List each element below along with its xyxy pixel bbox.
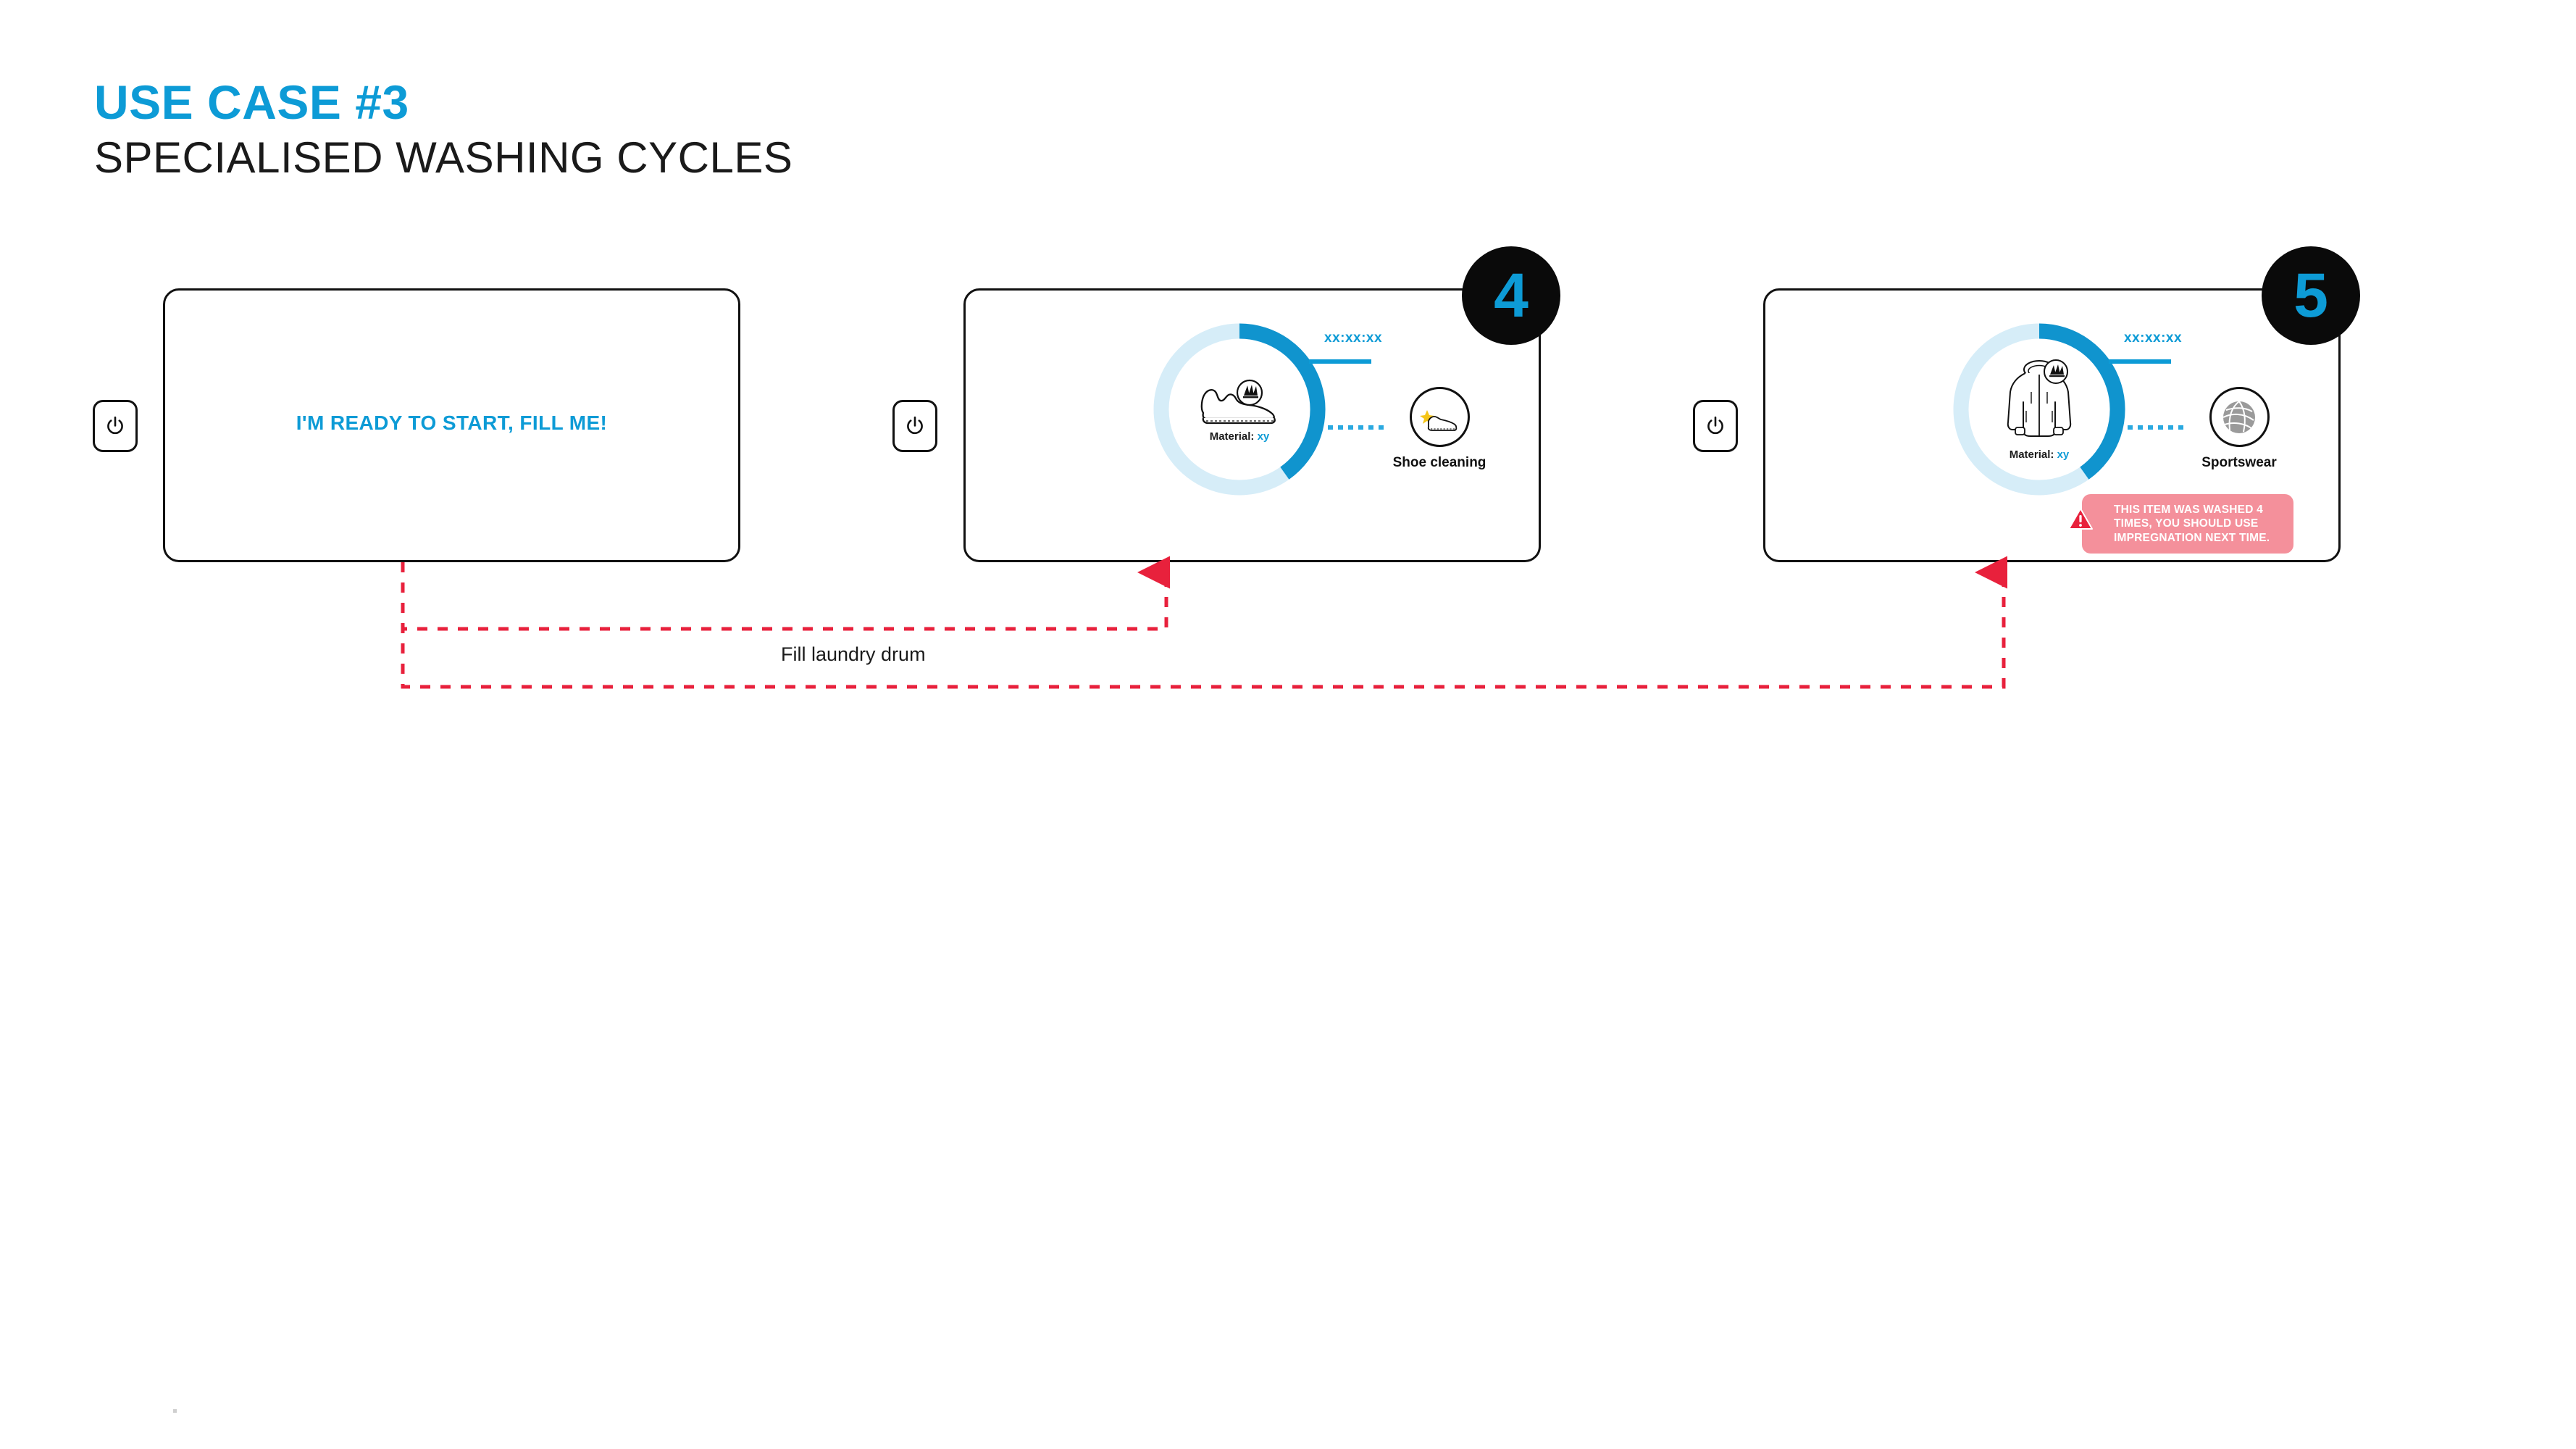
- page-title: SPECIALISED WASHING CYCLES: [94, 133, 793, 182]
- power-icon: [103, 414, 127, 438]
- warning-tooltip: THIS ITEM WAS WASHED 4 TIMES, YOU SHOULD…: [2082, 494, 2293, 554]
- ring-content: Material: xy: [1148, 318, 1331, 501]
- cycle-visual: Material: xy xx:xx:xx Sportswear: [1765, 291, 2338, 560]
- flow-label: Fill laundry drum: [781, 643, 926, 665]
- power-icon: [903, 414, 927, 438]
- page-eyebrow: USE CASE #3: [94, 75, 409, 129]
- cycle-visual: Material: xy xx:xx:xx Shoe cleaning: [966, 291, 1539, 560]
- step-number-badge: 5: [2262, 246, 2360, 345]
- volleyball-icon: [2209, 387, 2270, 447]
- mode-badge-shoe-cleaning[interactable]: Shoe cleaning: [1392, 387, 1486, 471]
- mode-label: Shoe cleaning: [1392, 455, 1486, 470]
- power-button[interactable]: [892, 400, 937, 452]
- flow-path-fill-drum-step4: [401, 556, 1170, 631]
- power-button[interactable]: [1693, 400, 1738, 452]
- material-prefix: Material:: [2009, 448, 2054, 461]
- mode-label: Sportswear: [2201, 455, 2277, 470]
- flow-path-fill-drum-step5: [401, 556, 2007, 689]
- progress-ring: Material: xy: [1948, 318, 2130, 501]
- dotted-connector: [2128, 425, 2186, 430]
- timer-tick: [1309, 359, 1371, 364]
- timer-tick: [2109, 359, 2171, 364]
- power-button[interactable]: [93, 400, 138, 452]
- material-value: xy: [1257, 430, 1270, 443]
- step-number-badge: 4: [1462, 246, 1560, 345]
- dotted-connector: [1328, 425, 1386, 430]
- warning-text: THIS ITEM WAS WASHED 4 TIMES, YOU SHOULD…: [2114, 504, 2270, 544]
- machine-screen-idle[interactable]: I'M READY TO START, FILL ME!: [163, 288, 740, 562]
- material-prefix: Material:: [1209, 430, 1255, 443]
- power-icon: [1703, 414, 1728, 438]
- progress-ring: Material: xy: [1148, 318, 1331, 501]
- corner-speck: [173, 1409, 177, 1413]
- cycle-timer: xx:xx:xx: [2124, 330, 2183, 346]
- page-header: USE CASE #3 SPECIALISED WASHING CYCLES: [94, 78, 793, 180]
- mode-badge-sportswear[interactable]: Sportswear: [2195, 387, 2283, 471]
- cycle-timer: xx:xx:xx: [1324, 330, 1383, 346]
- shoe-sparkle-icon: [1409, 387, 1470, 447]
- material-label: Material: xy: [2010, 448, 2070, 461]
- jacket-icon: [2002, 359, 2077, 444]
- warning-triangle-icon: [2067, 507, 2094, 535]
- machine-screen-shoe-cycle[interactable]: Material: xy xx:xx:xx Shoe cleaning: [963, 288, 1541, 562]
- material-label: Material: xy: [1210, 430, 1270, 443]
- ready-message: I'M READY TO START, FILL ME!: [296, 412, 608, 434]
- ring-content: Material: xy: [1948, 318, 2130, 501]
- material-value: xy: [2057, 448, 2070, 461]
- sneaker-icon: [1193, 377, 1286, 426]
